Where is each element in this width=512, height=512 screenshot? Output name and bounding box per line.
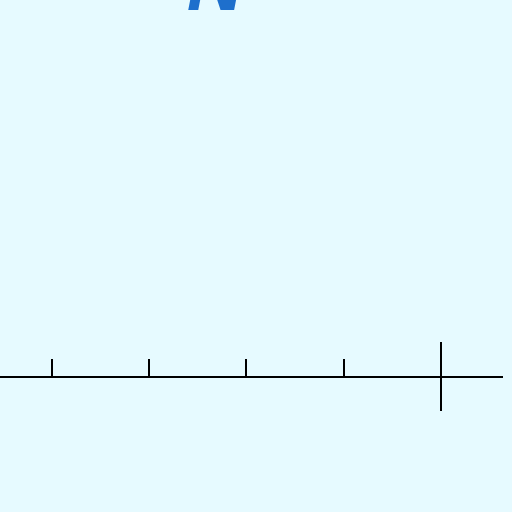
partial-letter: N (187, 0, 245, 27)
tick-marks (51, 359, 345, 377)
